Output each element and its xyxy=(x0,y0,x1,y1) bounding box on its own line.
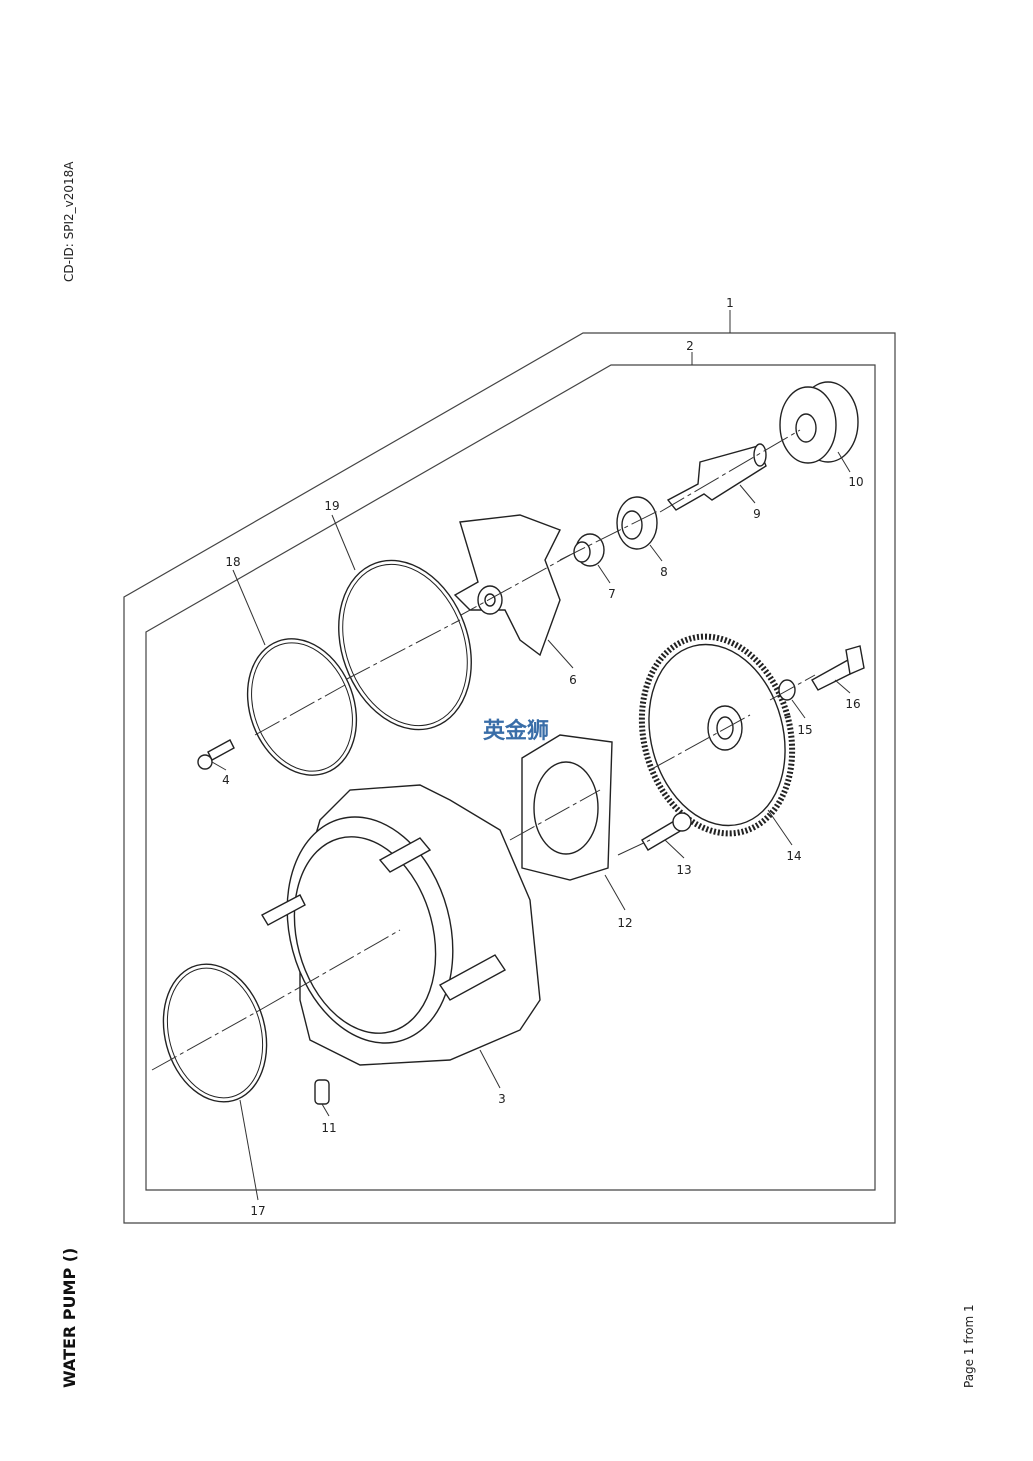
part-11-pin xyxy=(314,1079,330,1105)
part-19-o-ring xyxy=(338,559,472,731)
leader-lines xyxy=(211,451,851,1201)
callout-17: 17 xyxy=(250,1204,265,1218)
part-4-bolt xyxy=(197,739,235,770)
watermark: 英金狮 xyxy=(483,718,549,744)
callout-3: 3 xyxy=(498,1092,506,1106)
part-17-o-ring xyxy=(162,963,268,1103)
callout-15: 15 xyxy=(797,723,812,737)
callout-14: 14 xyxy=(786,849,801,863)
callout-13: 13 xyxy=(676,863,691,877)
part-12-gasket xyxy=(521,734,613,881)
part-18-o-ring xyxy=(246,638,358,776)
callout-6: 6 xyxy=(569,673,577,687)
callout-16: 16 xyxy=(845,697,860,711)
part-6-impeller xyxy=(453,514,561,657)
callout-8: 8 xyxy=(660,565,668,579)
part-8-seal xyxy=(616,496,658,550)
callout-2: 2 xyxy=(686,339,694,353)
callout-4: 4 xyxy=(222,773,230,787)
part-13-bolt xyxy=(641,812,692,851)
part-3-housing xyxy=(261,784,541,1066)
part-9-shaft xyxy=(666,443,767,511)
callout-7: 7 xyxy=(608,587,616,601)
callout-11: 11 xyxy=(321,1121,336,1135)
part-10-bearing xyxy=(779,381,859,464)
callout-10: 10 xyxy=(848,475,863,489)
callout-9: 9 xyxy=(753,507,761,521)
part-7-mechanical-seal xyxy=(573,533,605,567)
callout-18: 18 xyxy=(225,555,240,569)
part-16-bolt xyxy=(811,645,865,691)
callout-19: 19 xyxy=(324,499,339,513)
assembly-frame-1 xyxy=(123,332,896,1224)
assembly-frame-2 xyxy=(145,364,876,1191)
callout-1: 1 xyxy=(726,296,734,310)
callout-12: 12 xyxy=(617,916,632,930)
part-14-gear xyxy=(638,633,796,837)
